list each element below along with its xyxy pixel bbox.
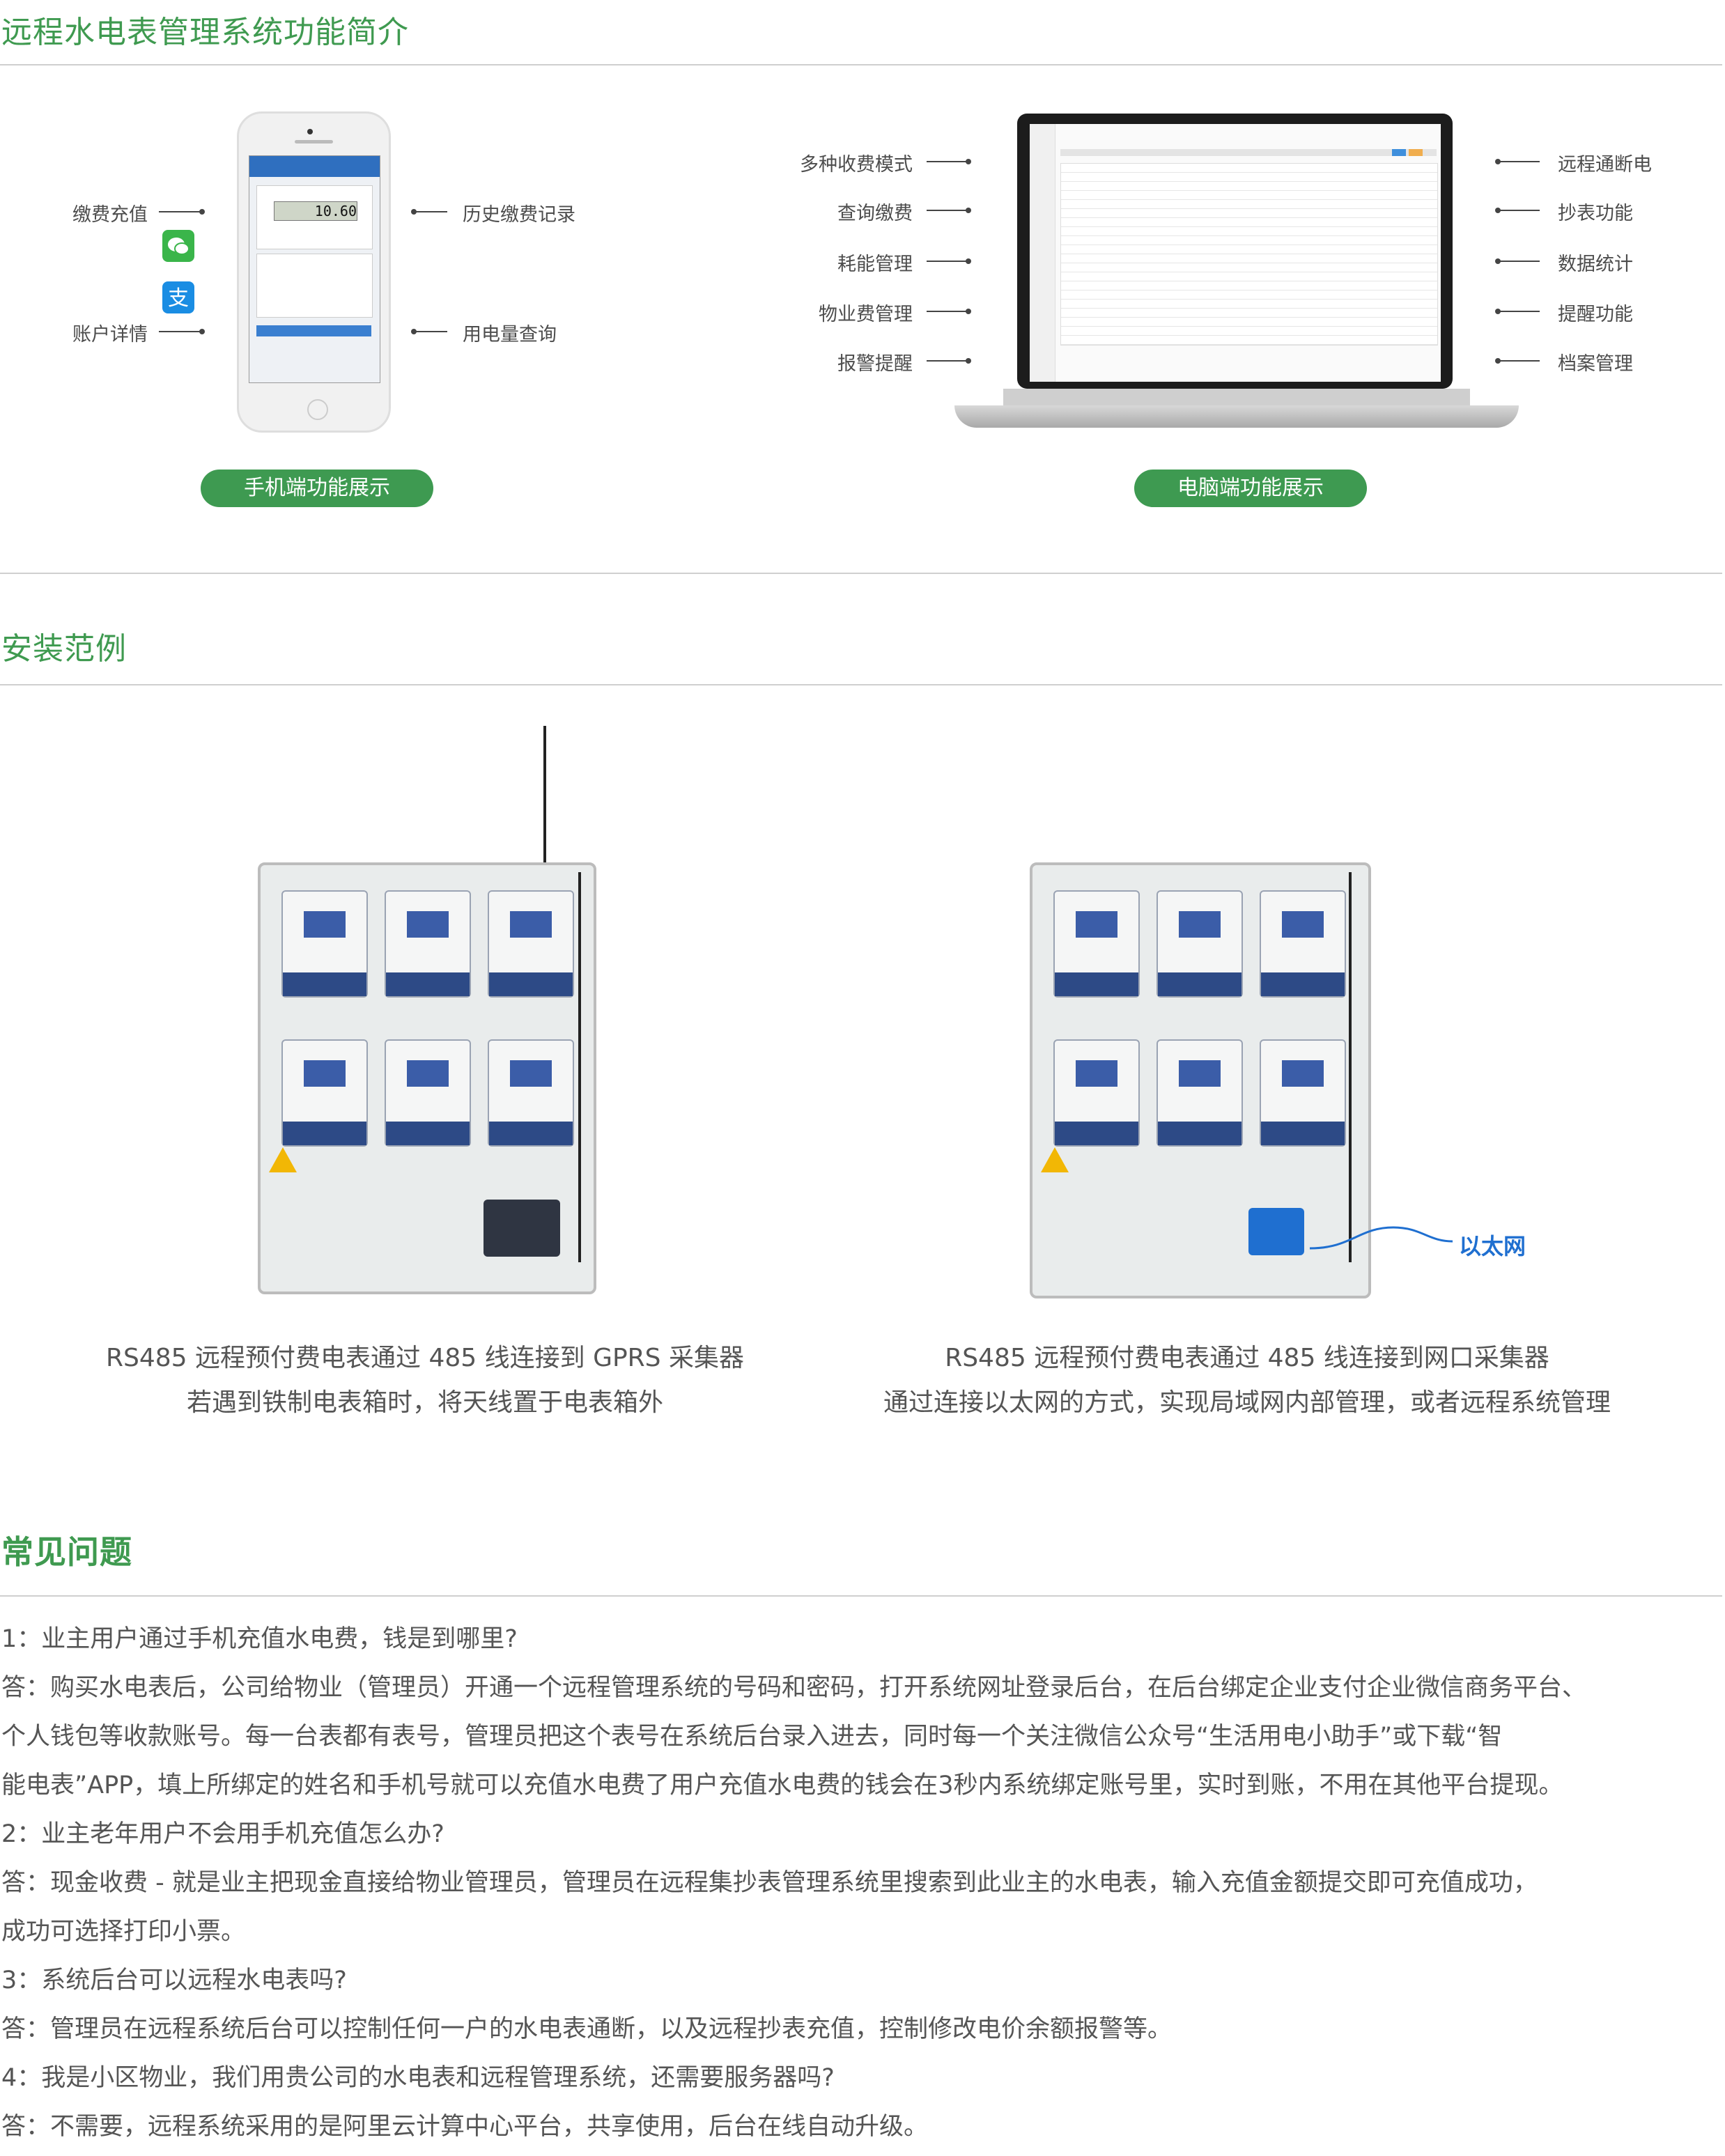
caption-ethernet-line2: 通过连接以太网的方式，实现局域网内部管理，或者远程系统管理 (883, 1388, 1611, 1417)
admin-search-button (1392, 149, 1406, 156)
meter-reading: 10.60 (274, 201, 357, 221)
admin-toolbar (1060, 149, 1437, 156)
electric-meter (385, 890, 471, 998)
feature-label: 耗能管理 (837, 254, 913, 275)
faq-answer: 答：管理员在远程系统后台可以控制任何一户的水电表通断，以及远程抄表充值，控制修改… (1, 2015, 1173, 2043)
faq-answer: 能电表”APP，填上所绑定的姓名和手机号就可以充值水电费了用户充值水电费的钱会在… (1, 1771, 1563, 1799)
ethernet-callout-line (1310, 1226, 1453, 1250)
electric-meter (1157, 890, 1243, 998)
electric-meter (281, 890, 368, 998)
feature-label: 数据统计 (1558, 254, 1633, 275)
feature-label: 历史缴费记录 (463, 204, 575, 226)
ethernet-label: 以太网 (1459, 1233, 1526, 1259)
feature-label: 物业费管理 (819, 304, 913, 325)
warning-icon (1041, 1147, 1069, 1172)
divider (0, 573, 1722, 574)
meter-box-gprs (258, 862, 596, 1294)
electric-meter (1260, 890, 1346, 998)
network-collector (1248, 1208, 1304, 1255)
payment-options (256, 254, 373, 318)
connector-line (411, 329, 447, 334)
faq-answer: 答：不需要，远程系统采用的是阿里云计算中心平台，共享使用，后台在线自动升级。 (1, 2113, 929, 2141)
balance-card: 10.60 (256, 185, 373, 249)
feature-label: 抄表功能 (1558, 203, 1633, 224)
feature-label: 远程通断电 (1558, 154, 1652, 176)
feature-label: 账户详情 (72, 324, 148, 346)
admin-data-table (1060, 163, 1438, 346)
warning-icon (269, 1147, 297, 1172)
faq-question: 3：系统后台可以远程水电表吗? (1, 1967, 347, 1994)
faq-list: 1：业主用户通过手机充值水电费，钱是到哪里? 答：购买水电表后，公司给物业（管理… (1, 1615, 1722, 2151)
phone-speaker (295, 140, 333, 144)
connector-line (927, 159, 971, 164)
divider (0, 684, 1722, 685)
laptop-screen (1030, 124, 1441, 382)
feature-label: 档案管理 (1558, 353, 1633, 375)
gprs-antenna (543, 726, 546, 865)
laptop-hinge (1003, 389, 1470, 407)
phone-screen: 10.60 (249, 155, 380, 383)
alipay-icon: 支 (162, 281, 194, 313)
connector-line (927, 358, 971, 364)
feature-label: 缴费充值 (72, 204, 148, 226)
admin-export-button (1409, 149, 1423, 156)
faq-question: 1：业主用户通过手机充值水电费，钱是到哪里? (1, 1625, 518, 1653)
svg-text:支: 支 (168, 286, 189, 311)
phone-camera (307, 129, 313, 134)
connector-line (1495, 208, 1540, 213)
phone-app-bar (249, 156, 380, 177)
electric-meter (281, 1039, 368, 1147)
connector-line (1495, 159, 1540, 164)
faq-question: 2：业主老年用户不会用手机充值怎么办? (1, 1820, 444, 1848)
caption-gprs-line2: 若遇到铁制电表箱时，将天线置于电表箱外 (186, 1388, 663, 1417)
faq-answer: 成功可选择打印小票。 (1, 1918, 246, 1946)
feature-label: 提醒功能 (1558, 304, 1633, 325)
faq-answer: 答：现金收费 - 就是业主把现金直接给物业管理员，管理员在远程集抄表管理系统里搜… (1, 1869, 1538, 1897)
phone-mockup: 10.60 (237, 111, 391, 433)
laptop-base (954, 405, 1519, 428)
gprs-collector (484, 1200, 560, 1257)
caption-ethernet-line1: RS485 远程预付费电表通过 485 线连接到网口采集器 (945, 1344, 1549, 1372)
phone-features-pill: 手机端功能展示 (201, 470, 433, 507)
section-title-features: 远程水电表管理系统功能简介 (1, 15, 409, 50)
home-button (307, 399, 328, 420)
section-title-install: 安装范例 (1, 631, 127, 667)
faq-answer: 答：购买水电表后，公司给物业（管理员）开通一个远程管理系统的号码和密码，打开系统… (1, 1674, 1587, 1702)
feature-label: 报警提醒 (837, 353, 913, 375)
feature-label: 用电量查询 (463, 324, 557, 346)
electric-meter (385, 1039, 471, 1147)
divider (0, 1595, 1722, 1597)
electric-meter (1053, 890, 1140, 998)
feature-label: 多种收费模式 (800, 154, 913, 176)
connector-line (927, 258, 971, 264)
pc-features-pill: 电脑端功能展示 (1134, 470, 1367, 507)
rs485-cable (1349, 872, 1352, 1262)
connector-line (927, 309, 971, 314)
pay-button[interactable] (256, 325, 371, 336)
connector-line (159, 329, 205, 334)
divider (0, 64, 1722, 65)
electric-meter (1260, 1039, 1346, 1147)
faq-answer: 个人钱包等收款账号。每一台表都有表号，管理员把这个表号在系统后台录入进去，同时每… (1, 1723, 1503, 1751)
connector-line (927, 208, 971, 213)
connector-line (1495, 258, 1540, 264)
feature-label: 查询缴费 (837, 203, 913, 224)
connector-line (1495, 309, 1540, 314)
electric-meter (1157, 1039, 1243, 1147)
connector-line (411, 209, 447, 215)
faq-question: 4：我是小区物业，我们用贵公司的水电表和远程管理系统，还需要服务器吗? (1, 2064, 835, 2092)
rs485-cable (578, 872, 581, 1262)
electric-meter (488, 890, 574, 998)
meter-box-ethernet (1030, 862, 1371, 1298)
section-title-faq: 常见问题 (1, 1533, 132, 1571)
electric-meter (488, 1039, 574, 1147)
admin-sidebar (1030, 124, 1055, 382)
wechat-icon (162, 230, 194, 262)
caption-gprs-line1: RS485 远程预付费电表通过 485 线连接到 GPRS 采集器 (106, 1344, 744, 1372)
connector-line (159, 209, 205, 215)
electric-meter (1053, 1039, 1140, 1147)
connector-line (1495, 358, 1540, 364)
